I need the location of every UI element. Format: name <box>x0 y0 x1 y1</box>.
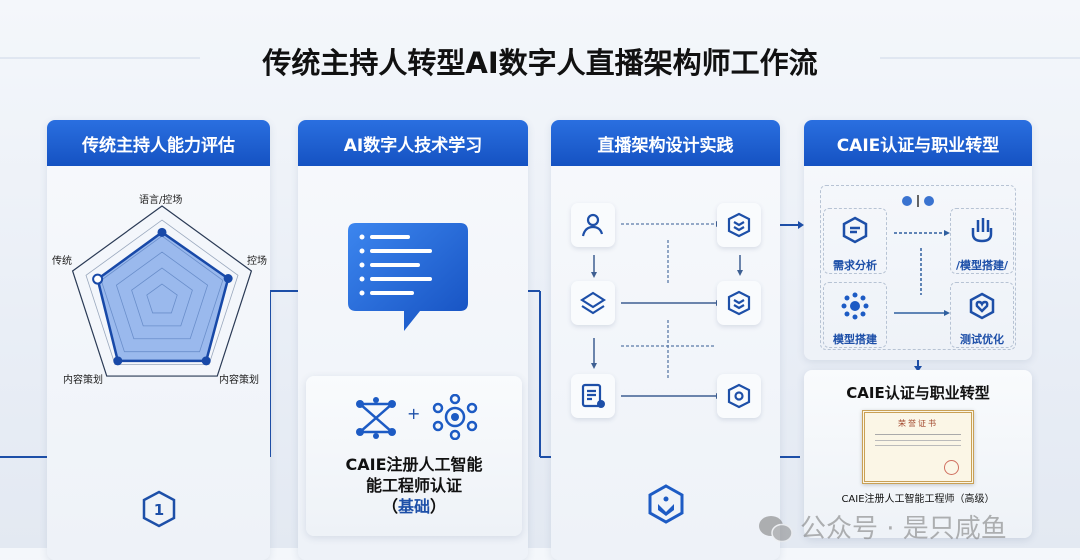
step-box <box>950 282 1014 348</box>
wechat-icon <box>759 516 793 543</box>
paren: ） <box>430 497 447 516</box>
column-header: AI数字人技术学习 <box>298 120 528 166</box>
svg-text:1: 1 <box>154 501 164 519</box>
layers-tile[interactable] <box>571 281 615 325</box>
requirements-icon <box>842 216 868 244</box>
cert-basic-card: + CAIE注册人工智能 能工程师认证 （基础） <box>306 376 522 536</box>
cert-level: 基础 <box>397 497 430 516</box>
step-label: 测试优化 <box>960 333 1004 346</box>
cert-title-line1: CAIE注册人工智能 <box>345 455 483 474</box>
column-assessment: 传统主持人能力评估 语言/控场 控场 内容策划 内容策划 传统 1 <box>47 120 270 560</box>
step-label: 模型搭建 <box>833 333 877 346</box>
radar-axis-label: 内容策划 <box>63 375 103 386</box>
paren: （ <box>381 497 398 516</box>
radar-axis-label: 传统 <box>52 256 72 267</box>
workflow-box <box>820 185 1016 350</box>
watermark: 公众号 · 是只咸鱼 <box>758 514 1007 544</box>
radar-chart <box>71 205 253 377</box>
user-tile[interactable] <box>571 203 615 247</box>
neural-network-icon <box>356 397 396 439</box>
hex-layers-tile[interactable] <box>717 281 761 325</box>
step-arrows <box>894 230 950 316</box>
radar-point <box>92 273 104 285</box>
document-tile[interactable] <box>571 374 615 418</box>
cert-title-line2: 能工程师认证 <box>365 476 462 495</box>
radar-axis-label: 控场 <box>247 256 267 267</box>
page-title: 传统主持人转型AI数字人直播架构师工作流 <box>262 46 818 80</box>
hex-badge-icon <box>648 484 684 524</box>
column-header: 传统主持人能力评估 <box>47 120 270 166</box>
network-hub-icon <box>432 394 478 440</box>
toggle-icons <box>902 195 934 207</box>
hex-layers-icon <box>727 290 751 316</box>
radar-grid <box>131 267 193 327</box>
hand-icon <box>971 218 993 243</box>
step-box <box>823 282 887 348</box>
step-label: /模型搭建/ <box>955 259 1009 272</box>
radar-axis-label: 语言/控场 <box>139 195 183 206</box>
caie-certificate-card: CAIE认证与职业转型 荣誉证书 CAIE注册人工智能工程师（高级） <box>804 370 1032 538</box>
hex-layers-tile[interactable] <box>717 203 761 247</box>
step-box <box>823 208 887 274</box>
certificate-caption: CAIE注册人工智能工程师（高级） <box>841 494 995 505</box>
column-caie-transition: CAIE认证与职业转型 需求分析 /模型搭建/ 模型搭建 测试优化 <box>804 120 1032 360</box>
radar-point <box>157 227 167 237</box>
column-header: 直播架构设计实践 <box>551 120 780 166</box>
certificate-heading: 荣誉证书 <box>898 419 938 428</box>
watermark-text: 公众号 · 是只咸鱼 <box>800 514 1007 544</box>
radar-grid <box>100 235 224 353</box>
layers-icon <box>580 291 606 315</box>
radar-grid <box>146 283 178 314</box>
card-title: CAIE认证与职业转型 <box>846 384 990 402</box>
plus-sign: + <box>407 404 421 423</box>
document-icon <box>581 383 605 408</box>
certificate-image: 荣誉证书 <box>862 410 974 484</box>
shield-heart-icon <box>969 292 995 320</box>
column-ai-learning: AI数字人技术学习 + CAIE注册人工智能 能工程师认证 （基础） <box>298 120 528 560</box>
hex-target-icon <box>727 383 751 409</box>
radar-point <box>113 356 123 366</box>
user-icon <box>581 213 604 237</box>
hex-layers-icon <box>727 212 751 238</box>
radar-grid <box>71 205 253 377</box>
cluster-icon <box>841 292 869 320</box>
radar-area <box>96 230 230 363</box>
hex-target-tile[interactable] <box>717 374 761 418</box>
column-header: CAIE认证与职业转型 <box>804 120 1032 166</box>
column-architecture-design: 直播架构设计实践 <box>551 120 780 560</box>
radar-axis-label: 内容策划 <box>219 375 259 386</box>
radar-grid <box>85 219 239 366</box>
step-number-badge-icon: 1 <box>142 490 176 528</box>
radar-point <box>201 356 211 366</box>
radar-point <box>223 274 233 284</box>
step-box <box>950 208 1014 274</box>
chat-bubble-icon <box>348 223 468 331</box>
step-label: 需求分析 <box>833 259 877 272</box>
radar-grid <box>115 251 209 340</box>
